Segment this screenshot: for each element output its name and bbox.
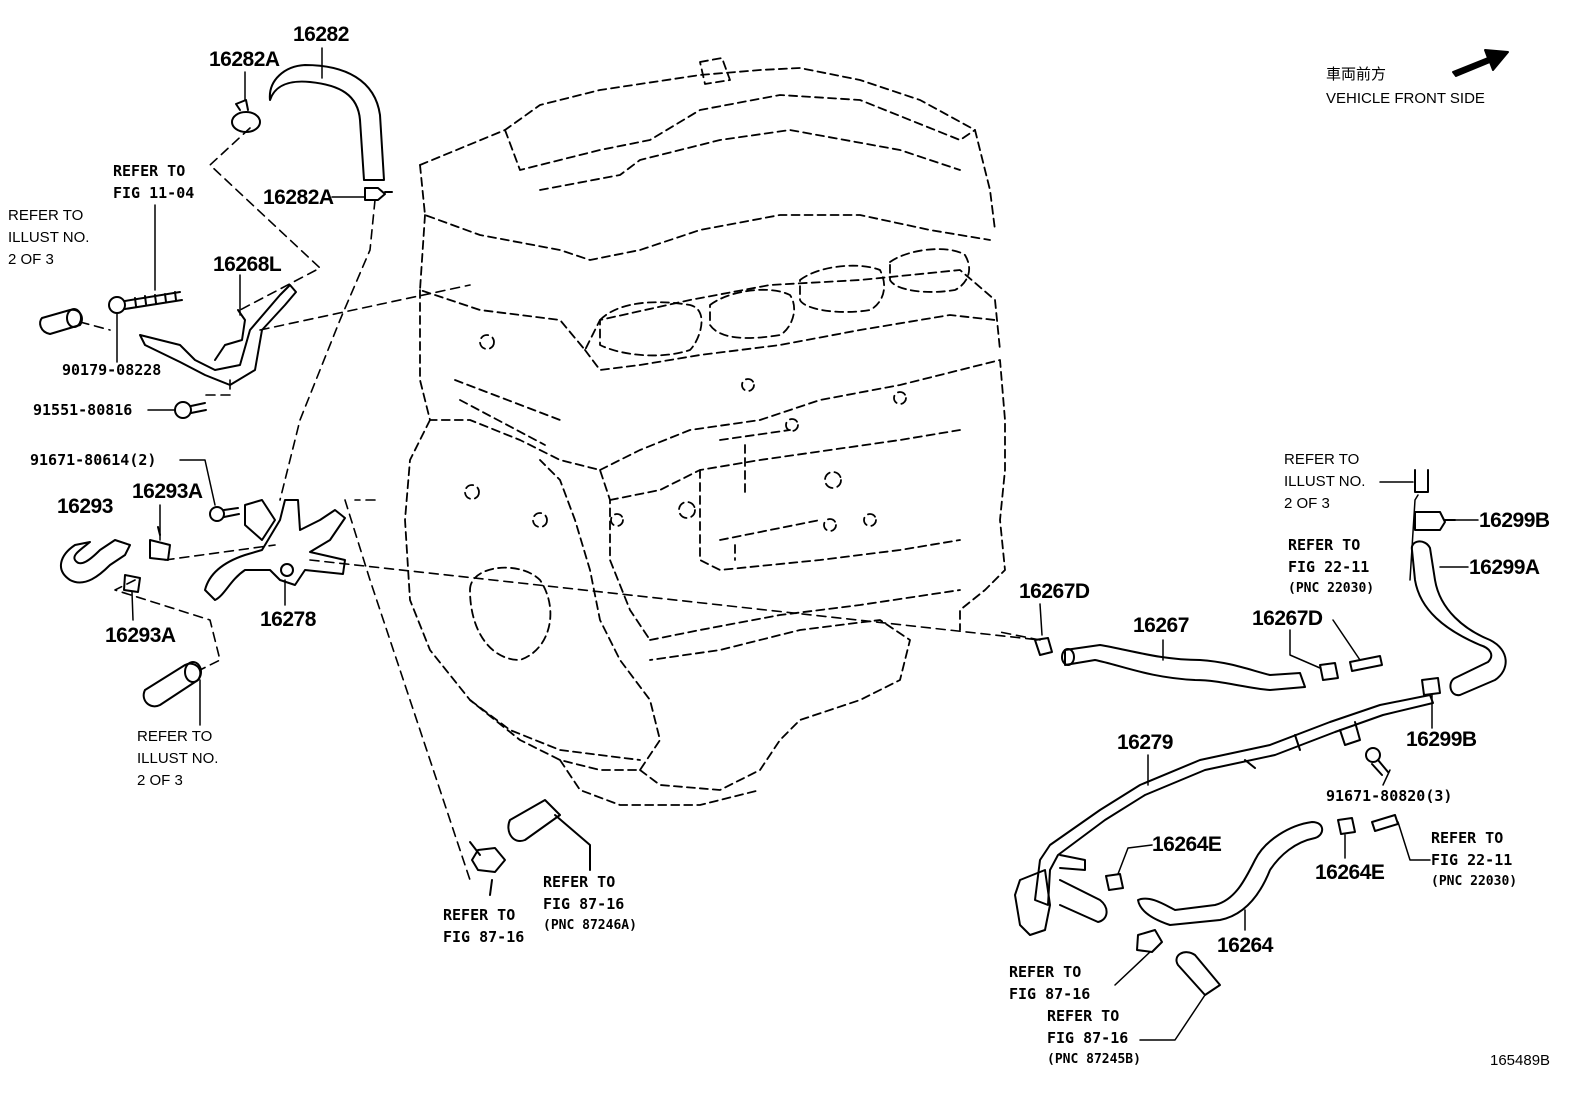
- ref-line: (PNC 22030): [1288, 581, 1375, 596]
- part-90179-08228[interactable]: 90179-08228: [62, 361, 162, 379]
- ref-line: REFER TO: [1047, 1007, 1120, 1025]
- refer-illust-bottomleft[interactable]: REFER TO ILLUST NO. 2 OF 3: [137, 726, 218, 792]
- ref-line: REFER TO: [137, 728, 213, 745]
- orientation-label-en: VEHICLE FRONT SIDE: [1326, 90, 1485, 107]
- part-91671-80820[interactable]: 91671-80820(3): [1326, 787, 1453, 805]
- callout-leaders: [116, 47, 1479, 1041]
- pipe-16279: [1014, 694, 1434, 936]
- bolt-90179: [108, 291, 183, 314]
- part-16279[interactable]: 16279: [1117, 731, 1173, 754]
- hose-stub-87245B: [1175, 951, 1221, 996]
- part-16299B-bot[interactable]: 16299B: [1406, 728, 1477, 751]
- clip-87-16-right: [1136, 929, 1163, 953]
- part-16267D-left[interactable]: 16267D: [1019, 580, 1090, 603]
- part-91551-80816[interactable]: 91551-80816: [33, 401, 133, 419]
- hose-16264: [1137, 821, 1324, 926]
- part-16293[interactable]: 16293: [57, 495, 113, 518]
- part-91671-80614[interactable]: 91671-80614(2): [30, 451, 157, 469]
- ref-line: ILLUST NO.: [1284, 473, 1366, 490]
- ref-line: FIG 22-11: [1288, 558, 1370, 576]
- hose-stub-right-illust: [1414, 469, 1429, 493]
- bolt-91671-80614: [209, 506, 240, 522]
- bolt-91551: [174, 401, 207, 419]
- clip-16282A-top: [231, 99, 261, 133]
- part-16299B-top[interactable]: 16299B: [1479, 509, 1550, 532]
- clip-87-16-left: [469, 841, 506, 896]
- leader-lines: [79, 127, 1041, 881]
- hose-stub-87246A: [507, 799, 591, 871]
- part-16299A[interactable]: 16299A: [1469, 556, 1540, 579]
- clip-16264E-left: [1105, 873, 1124, 891]
- clip-16264E-right: [1337, 817, 1356, 835]
- clip-16299B-top: [1414, 511, 1456, 531]
- ref-line: FIG 22-11: [1431, 851, 1513, 869]
- ref-line: ILLUST NO.: [137, 750, 219, 767]
- hose-16267: [1061, 644, 1306, 691]
- clip-16267D-left: [1034, 637, 1053, 656]
- ref-line: (PNC 22030): [1431, 874, 1518, 889]
- ref-line: FIG 87-16: [543, 895, 625, 913]
- refer-fig-87-16-c[interactable]: REFER TO FIG 87-16: [1009, 961, 1090, 1005]
- refer-fig-11-04[interactable]: REFER TO FIG 11-04: [113, 160, 194, 204]
- hose-16282: [268, 64, 385, 181]
- ref-line: REFER TO: [443, 906, 516, 924]
- ref-line: REFER TO: [543, 873, 616, 891]
- clip-16299B-bot: [1421, 677, 1441, 696]
- ref-line: REFER TO: [8, 207, 84, 224]
- part-16264[interactable]: 16264: [1217, 934, 1273, 957]
- ref-line: 2 OF 3: [8, 251, 54, 268]
- ref-line: ILLUST NO.: [8, 229, 90, 246]
- part-16268L[interactable]: 16268L: [213, 253, 282, 276]
- part-16267D-right[interactable]: 16267D: [1252, 607, 1323, 630]
- hose-16299A: [1410, 540, 1507, 697]
- ref-line: (PNC 87245B): [1047, 1052, 1141, 1067]
- pipe-stub-22030-right: [1371, 814, 1399, 832]
- refer-fig-87-16-b[interactable]: REFER TO FIG 87-16 (PNC 87246A): [543, 871, 637, 937]
- refer-fig-87-16-a[interactable]: REFER TO FIG 87-16: [443, 904, 524, 948]
- ref-line: REFER TO: [113, 162, 186, 180]
- clip-16282A-mid: [364, 187, 393, 201]
- outlet-16278: [204, 499, 346, 601]
- refer-illust-topleft[interactable]: REFER TO ILLUST NO. 2 OF 3: [8, 205, 89, 271]
- ref-line: FIG 11-04: [113, 184, 195, 202]
- front-arrow-icon: [1452, 49, 1509, 77]
- ref-line: REFER TO: [1288, 536, 1361, 554]
- refer-fig-87-16-d[interactable]: REFER TO FIG 87-16 (PNC 87245B): [1047, 1005, 1141, 1071]
- clip-16267D-right: [1319, 662, 1339, 681]
- hose-stub-topleft: [39, 308, 83, 335]
- bolt-91671-80820: [1365, 747, 1389, 776]
- ref-line: REFER TO: [1284, 451, 1360, 468]
- pipe-16268L: [139, 284, 297, 386]
- ref-line: 2 OF 3: [1284, 495, 1330, 512]
- ref-line: FIG 87-16: [1047, 1029, 1129, 1047]
- orientation-label-jp: 車両前方: [1326, 66, 1387, 83]
- ref-line: (PNC 87246A): [543, 918, 637, 933]
- part-16282A-top[interactable]: 16282A: [209, 48, 280, 71]
- hose-stub-bottomleft: [142, 661, 202, 708]
- part-16282[interactable]: 16282: [293, 23, 349, 46]
- ref-line: 2 OF 3: [137, 772, 183, 789]
- ref-line: REFER TO: [1009, 963, 1082, 981]
- part-16282A-mid[interactable]: 16282A: [263, 186, 334, 209]
- refer-illust-right[interactable]: REFER TO ILLUST NO. 2 OF 3: [1284, 449, 1365, 515]
- ref-line: FIG 87-16: [1009, 985, 1091, 1003]
- part-16264E-right[interactable]: 16264E: [1315, 861, 1385, 884]
- part-16293A-bot[interactable]: 16293A: [105, 624, 176, 647]
- part-16293A-top[interactable]: 16293A: [132, 480, 203, 503]
- part-16264E-left[interactable]: 16264E: [1152, 833, 1222, 856]
- part-16278[interactable]: 16278: [260, 608, 316, 631]
- hose-16293: [60, 539, 131, 584]
- ref-line: FIG 87-16: [443, 928, 525, 946]
- engine-assembly: [404, 57, 1006, 806]
- illustration-id: 165489B: [1490, 1052, 1551, 1069]
- clip-16293A-bot: [123, 574, 141, 593]
- ref-line: REFER TO: [1431, 829, 1504, 847]
- pipe-stub-22030-top: [1349, 655, 1383, 672]
- refer-fig-22-11-right[interactable]: REFER TO FIG 22-11 (PNC 22030): [1431, 827, 1517, 893]
- part-16267[interactable]: 16267: [1133, 614, 1189, 637]
- refer-fig-22-11-top[interactable]: REFER TO FIG 22-11 (PNC 22030): [1288, 534, 1374, 600]
